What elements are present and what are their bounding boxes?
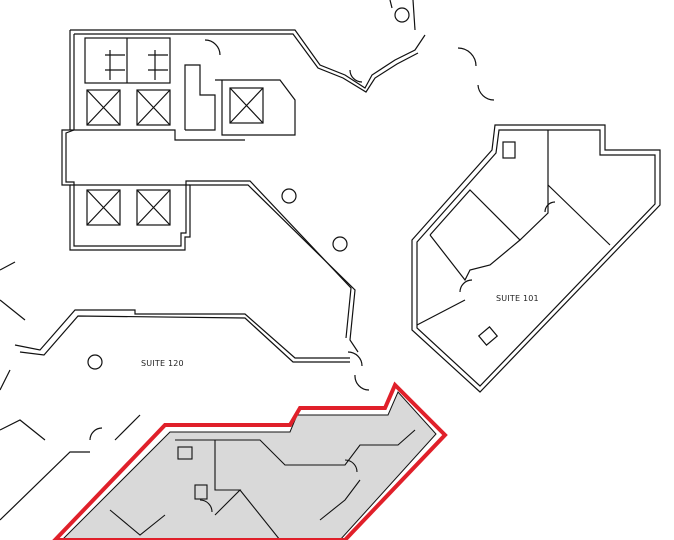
stairs-icon [105, 50, 168, 80]
restroom-fixture-icon [177, 446, 193, 460]
north-wall [70, 29, 426, 89]
elevator-icon [86, 89, 121, 126]
elevator-icon [86, 189, 121, 226]
highlighted-suite-fill [61, 391, 437, 540]
column-icon [394, 7, 410, 23]
column-icon [87, 354, 103, 370]
core-outline-inner [65, 34, 352, 339]
building-walls [0, 0, 661, 521]
highlighted-suite[interactable] [52, 381, 448, 540]
columns [87, 7, 410, 370]
elevator-icon [229, 87, 264, 124]
elevator-icon [136, 89, 171, 126]
suite-120-label: SUITE 120 [141, 359, 184, 368]
door-swings [89, 39, 556, 441]
column-icon [281, 188, 297, 204]
elevators [86, 87, 264, 226]
column-icon [332, 236, 348, 252]
suite-101-outline [411, 124, 661, 393]
suite-120-outline [14, 309, 350, 359]
elevator-icon [136, 189, 171, 226]
suite-101-label: SUITE 101 [496, 294, 539, 303]
highlight-outline [52, 381, 448, 540]
core-outline [61, 30, 359, 353]
